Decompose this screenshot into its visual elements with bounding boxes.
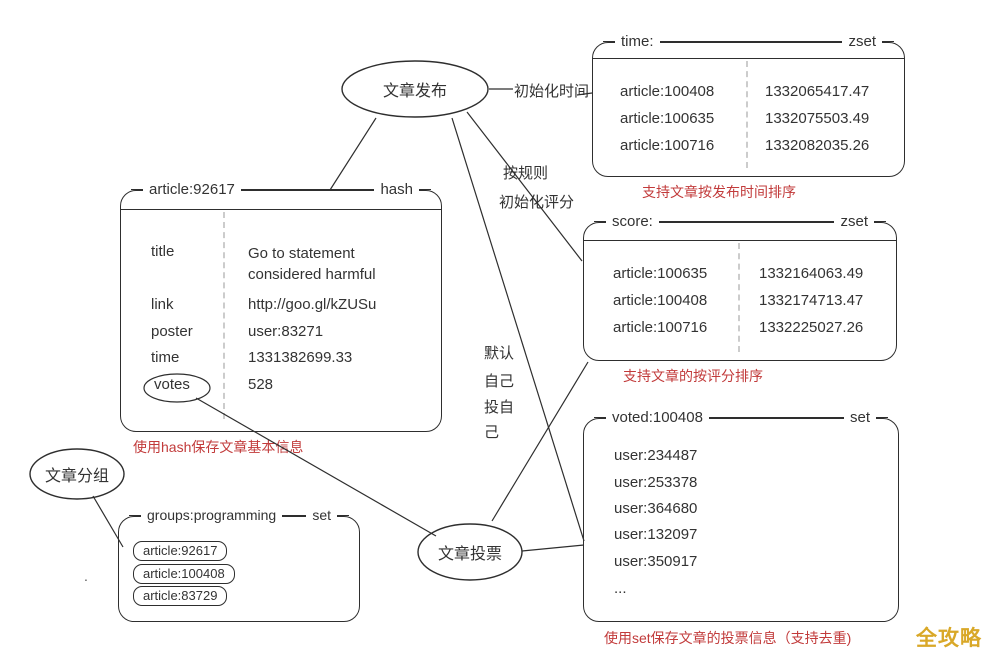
header-line bbox=[131, 189, 143, 190]
header-line bbox=[337, 514, 349, 516]
hash-field-value: 1331382699.33 bbox=[248, 349, 353, 366]
groups-set-box: groups:programming set article:92617 art… bbox=[118, 507, 360, 622]
hash-box-header: article:92617 hash bbox=[131, 181, 431, 198]
hash-field-key: votes bbox=[154, 376, 190, 393]
column-divider bbox=[738, 243, 740, 352]
groups-box-key: groups:programming bbox=[141, 507, 283, 523]
hash-box-type: hash bbox=[374, 181, 419, 198]
zset-member: article:100716 bbox=[613, 319, 708, 336]
score-zset-box: score: zset article:100635 1332164063.49… bbox=[583, 213, 897, 361]
set-member: user:132097 bbox=[614, 526, 698, 543]
zset-member: article:100635 bbox=[620, 110, 715, 127]
header-line bbox=[129, 514, 141, 516]
header-line bbox=[240, 189, 375, 190]
edge-label-init-score-line2: 初始化评分 bbox=[499, 194, 575, 211]
group-member-pill: article:100408 bbox=[133, 564, 235, 584]
zset-member: article:100408 bbox=[613, 292, 708, 309]
article-hash-box: article:92617 hash title Go to statement… bbox=[120, 181, 442, 432]
set-member: user:364680 bbox=[614, 500, 698, 517]
hash-field-value: http://goo.gl/kZUSu bbox=[248, 296, 377, 313]
hash-field-value: Go to statement considered harmful bbox=[248, 245, 376, 283]
edge-label-self-vote-line2: 自己 bbox=[484, 373, 515, 390]
hash-field-value: user:83271 bbox=[248, 323, 324, 340]
hash-field-key: link bbox=[151, 296, 174, 313]
zset-score: 1332065417.47 bbox=[765, 83, 870, 100]
groups-box-type: set bbox=[306, 507, 337, 523]
header-line bbox=[594, 417, 606, 418]
zset-score: 1332082035.26 bbox=[765, 137, 870, 154]
time-zset-box: time: zset article:100408 1332065417.47 … bbox=[592, 33, 905, 177]
zset-member: article:100716 bbox=[620, 137, 715, 154]
column-divider bbox=[223, 212, 225, 419]
watermark: 全攻略 bbox=[916, 627, 982, 650]
header-line bbox=[658, 221, 835, 222]
publish-node-label: 文章发布 bbox=[382, 83, 448, 100]
header-underline bbox=[584, 240, 896, 241]
publish-ellipse bbox=[341, 60, 489, 118]
edge-label-self-vote-line3: 投自 bbox=[484, 399, 515, 416]
zset-score: 1332225027.26 bbox=[759, 319, 864, 336]
time-box-caption: 支持文章按发布时间排序 bbox=[642, 184, 796, 200]
zset-score: 1332164063.49 bbox=[759, 265, 864, 282]
stray-dot: . bbox=[84, 568, 88, 584]
hash-field-key: poster bbox=[151, 323, 193, 340]
group-member-pill: article:92617 bbox=[133, 541, 228, 561]
edge-label-init-time: 初始化时间 bbox=[514, 83, 590, 100]
column-divider bbox=[746, 61, 748, 168]
header-line bbox=[282, 514, 307, 516]
edge-label-init-score-line1: 按规则 bbox=[503, 165, 549, 182]
voted-box-type: set bbox=[843, 409, 876, 426]
header-line bbox=[603, 41, 615, 42]
hash-field-key: time bbox=[151, 349, 180, 366]
header-line bbox=[874, 221, 886, 222]
zset-score: 1332075503.49 bbox=[765, 110, 870, 127]
time-box-type: zset bbox=[842, 33, 882, 50]
edge-label-self-vote-line4: 己 bbox=[484, 424, 500, 441]
set-member: user:253378 bbox=[614, 474, 698, 491]
score-box-header: score: zset bbox=[594, 213, 886, 230]
time-box-key: time: bbox=[615, 33, 660, 50]
voted-box-key: voted:100408 bbox=[606, 409, 709, 426]
hash-box-key: article:92617 bbox=[143, 181, 241, 198]
hash-box-caption: 使用hash保存文章基本信息 bbox=[133, 439, 304, 455]
score-box-type: zset bbox=[834, 213, 874, 230]
header-line bbox=[594, 221, 606, 222]
voted-box-header: voted:100408 set bbox=[594, 409, 888, 426]
header-line bbox=[419, 189, 431, 190]
voted-set-box: voted:100408 set user:234487 user:253378… bbox=[583, 409, 899, 622]
header-line bbox=[659, 41, 843, 42]
hash-field-key: title bbox=[151, 243, 175, 260]
hash-field-value: 528 bbox=[248, 376, 274, 393]
score-box-key: score: bbox=[606, 213, 659, 230]
group-node-label: 文章分组 bbox=[44, 468, 110, 485]
time-box-header: time: zset bbox=[603, 33, 894, 50]
header-line bbox=[876, 417, 888, 418]
groups-box-header: groups:programming set bbox=[129, 507, 349, 523]
voted-box-caption: 使用set保存文章的投票信息（支持去重) bbox=[604, 630, 852, 646]
zset-member: article:100408 bbox=[620, 83, 715, 100]
zset-member: article:100635 bbox=[613, 265, 708, 282]
header-underline bbox=[593, 58, 904, 59]
set-member-ellipsis: ... bbox=[614, 580, 627, 597]
header-line bbox=[708, 417, 844, 418]
zset-score: 1332174713.47 bbox=[759, 292, 864, 309]
score-box-caption: 支持文章的按评分排序 bbox=[623, 368, 763, 384]
header-line bbox=[882, 41, 894, 42]
set-member: user:350917 bbox=[614, 553, 698, 570]
group-member-pill: article:83729 bbox=[133, 586, 228, 606]
vote-node-label: 文章投票 bbox=[437, 546, 503, 563]
group-ellipse bbox=[29, 448, 125, 500]
set-member: user:234487 bbox=[614, 447, 698, 464]
edge-label-self-vote-line1: 默认 bbox=[484, 345, 515, 362]
header-underline bbox=[121, 209, 441, 210]
